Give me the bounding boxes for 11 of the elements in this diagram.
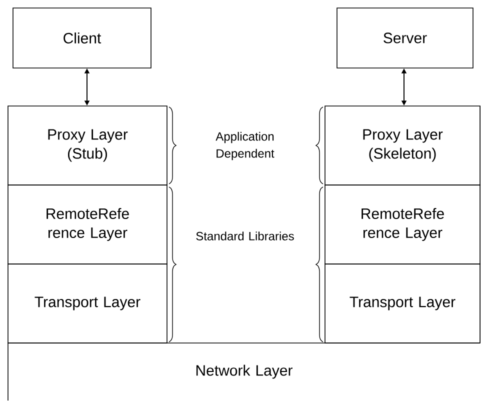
layer-box: Proxy Layer (Stub) xyxy=(8,106,168,186)
network-layer-box: Network Layer xyxy=(8,342,480,401)
brace-label: Application Dependent xyxy=(216,132,274,160)
server-box: Server xyxy=(336,8,474,68)
layer-box: RemoteRefe rence Layer xyxy=(8,184,168,264)
layer-box: Transport Layer xyxy=(324,264,480,344)
brace-label: Standard Libraries xyxy=(196,232,294,240)
layer-box: Transport Layer xyxy=(8,264,168,344)
layer-box: Proxy Layer (Skeleton) xyxy=(324,106,480,186)
client-box: Client xyxy=(12,8,152,68)
layer-box: RemoteRefe rence Layer xyxy=(324,184,480,264)
